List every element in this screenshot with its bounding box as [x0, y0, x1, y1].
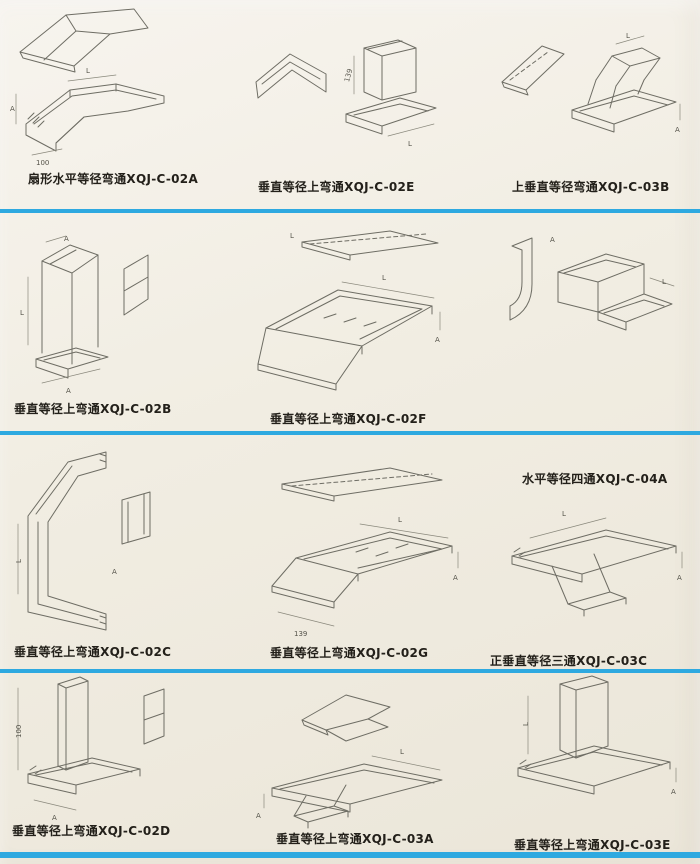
chevron-plate — [123, 254, 149, 316]
bottom-bar — [0, 852, 700, 858]
dim-label: A — [52, 814, 57, 822]
dim-label: 100 — [15, 725, 23, 738]
drawing-xqj-c-02a: L A 100 — [10, 8, 165, 167]
tray — [517, 745, 671, 795]
dim-label: L — [382, 274, 386, 282]
base-tray — [27, 757, 141, 795]
drawing-xqj-c-02c: L A — [15, 451, 151, 631]
elbow-body — [25, 83, 165, 152]
dim-label: A — [64, 235, 69, 243]
drawing-xqj-c-04a-figure: A L — [509, 236, 675, 331]
drawing-xqj-c-02b: A L A — [20, 235, 149, 395]
label-xqj-c-03e: 垂直等径上弯通XQJ-C-03E — [514, 838, 671, 852]
dimensions: 139 L — [343, 55, 435, 148]
dim-label: 100 — [36, 159, 49, 167]
tray — [511, 529, 677, 583]
drawing-xqj-c-02e: 139 L — [255, 39, 437, 148]
dimensions: A L — [550, 236, 675, 287]
dim-label: A — [256, 812, 261, 820]
dim-label: L — [626, 32, 630, 40]
drawing-xqj-c-02d: 100 A — [15, 676, 165, 822]
label-xqj-c-03b: 上垂直等径弯通XQJ-C-03B — [512, 180, 670, 194]
label-xqj-c-04a: 水平等径四通XQJ-C-04A — [522, 472, 668, 486]
elbow-frame — [27, 451, 107, 631]
drawing-xqj-c-03e: L A — [517, 675, 677, 796]
dim-label: A — [550, 236, 555, 244]
section-divider — [0, 209, 700, 213]
riser — [559, 675, 609, 759]
body — [257, 289, 433, 391]
dimensions: 100 A — [15, 687, 77, 822]
dim-label: L — [408, 140, 412, 148]
label-xqj-c-02b: 垂直等径上弯通XQJ-C-02B — [14, 402, 172, 416]
drawing-xqj-c-02g: L A 139 — [271, 467, 459, 638]
section-divider — [0, 431, 700, 435]
cover-plate — [281, 467, 443, 502]
dim-label: L — [20, 309, 24, 317]
drawing-xqj-c-02f: L L A — [257, 230, 441, 391]
label-xqj-c-02f: 垂直等径上弯通XQJ-C-02F — [270, 412, 427, 426]
drawing-xqj-c-03a: L A — [256, 694, 443, 829]
dim-label: L — [15, 559, 23, 563]
side-plate — [143, 688, 165, 745]
dim-label: A — [453, 574, 458, 582]
tee-body — [271, 763, 443, 829]
column — [57, 676, 89, 771]
bent-channel — [35, 244, 109, 379]
body — [271, 531, 453, 609]
dim-label: A — [66, 387, 71, 395]
branch — [551, 553, 627, 617]
dimensions: L A — [256, 748, 441, 820]
dim-label: L — [662, 278, 666, 286]
tray-with-riser — [571, 47, 677, 133]
label-xqj-c-03c: 正垂直等径三通XQJ-C-03C — [490, 654, 648, 668]
dim-label: A — [675, 126, 680, 134]
drawing-xqj-c-03b: L A — [501, 32, 681, 134]
dimensions: L A 100 — [10, 67, 117, 167]
plate — [501, 45, 565, 96]
label-xqj-c-02g: 垂直等径上弯通XQJ-C-02G — [270, 646, 429, 660]
small-channel — [121, 491, 151, 545]
dim-label: 139 — [343, 68, 354, 83]
dim-label: L — [522, 722, 530, 726]
dim-label: L — [290, 232, 294, 240]
tee-cover — [301, 694, 391, 742]
section-divider — [0, 669, 700, 673]
dim-label: A — [112, 568, 117, 576]
dimensions: L A — [341, 274, 441, 344]
cover-plate: L — [290, 230, 439, 261]
drawing-xqj-c-03c: L A — [511, 510, 683, 617]
dim-label: L — [86, 67, 90, 75]
dim-label: L — [398, 516, 402, 524]
dim-label: L — [400, 748, 404, 756]
dim-label: A — [435, 336, 440, 344]
label-xqj-c-03a: 垂直等径上弯通XQJ-C-03A — [276, 832, 434, 846]
dim-label: A — [10, 105, 15, 113]
chevron-piece — [255, 53, 327, 99]
dimensions: L A — [529, 510, 683, 582]
dimensions: L A — [15, 523, 117, 595]
riser-piece — [345, 39, 437, 135]
dim-label: A — [671, 788, 676, 796]
label-xqj-c-02c: 垂直等径上弯通XQJ-C-02C — [14, 645, 172, 659]
dimensions: L A 139 — [277, 516, 459, 638]
dimensions: A L A — [20, 235, 101, 395]
dim-label: A — [677, 574, 682, 582]
dim-label: 139 — [294, 630, 307, 638]
label-xqj-c-02e: 垂直等径上弯通XQJ-C-02E — [258, 180, 415, 194]
curved-piece — [509, 237, 533, 321]
dim-label: L — [562, 510, 566, 518]
label-xqj-c-02d: 垂直等径上弯通XQJ-C-02D — [12, 824, 171, 838]
label-xqj-c-02a: 扇形水平等径弯通XQJ-C-02A — [28, 172, 199, 186]
dimensions: L A — [522, 695, 677, 796]
fan-cover — [19, 8, 149, 73]
step-channel — [557, 253, 673, 331]
dimensions: L A — [615, 32, 681, 134]
